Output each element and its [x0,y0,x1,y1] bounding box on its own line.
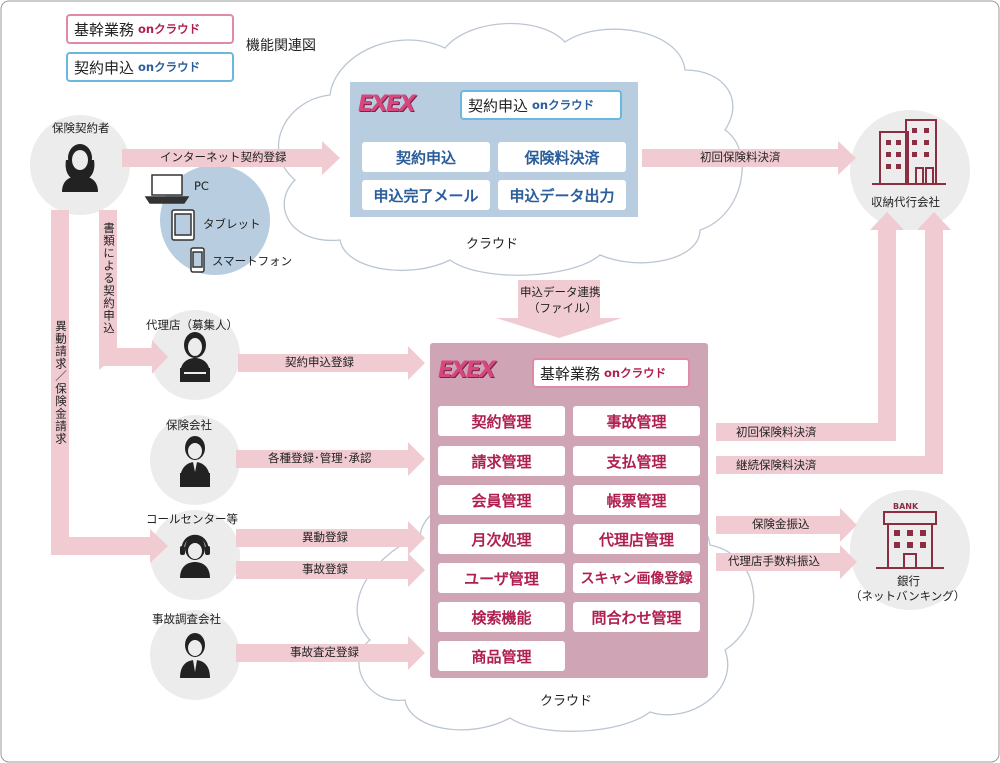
arrow-label-first-payment-top: 初回保険料決済 [700,150,781,164]
adjuster-person-icon [180,633,210,678]
arrow-label-change-reg: 異動登録 [302,530,348,544]
arrow-label-continuing-payment: 継続保険料決済 [736,458,817,472]
bottom-item-10: 検索機能 [438,602,565,632]
collector-building-icon [872,119,946,185]
top-item-keiyaku: 契約申込 [362,142,490,172]
insurer-person-icon [180,436,210,487]
arrow-paper-h [99,340,168,374]
top-cloud-label: クラウド [466,237,519,252]
pc-label: PC [194,179,209,193]
bank-sub-label: （ネットバンキング） [850,589,966,603]
bottom-item-3: 支払管理 [573,446,700,476]
agency-label: 代理店（募集人） [146,318,238,332]
arrow-label-internet: インターネット契約登録 [160,150,287,164]
arrow-contract-reg [238,346,425,380]
bottom-item-6: 月次処理 [438,524,565,554]
smartphone-icon [190,247,205,273]
bottom-item-11: 問合わせ管理 [573,602,700,632]
top-item-mail: 申込完了メール [362,180,490,210]
top-exex-logo: EXEX [358,92,416,117]
collector-label: 収納代行会社 [871,195,940,209]
arrow-data-link [496,280,622,338]
person-icons [62,144,210,678]
bottom-badge-on: onクラウド [604,366,667,380]
arrow-change-claim-h [51,529,168,563]
arrow-assessment [236,636,425,670]
arrow-label-contract-reg: 契約申込登録 [285,355,354,369]
arrow-label-data-link-1: 申込データ連携 [520,285,601,299]
bottom-cloud-label: クラウド [540,694,593,709]
arrow-paper [99,210,117,370]
device-icons [144,174,205,273]
arrow-label-first-payment: 初回保険料決済 [736,425,817,439]
arrow-change-reg [236,521,425,555]
top-badge-main: 契約申込 [468,96,529,115]
arrow-first-payment-top [642,141,856,175]
legend-kikan-badge: 基幹業務 onクラウド [66,14,234,44]
arrow-various [236,442,425,476]
collector-circle [850,110,970,230]
top-badge-on: onクラウド [532,98,595,112]
arrow-label-assessment: 事故査定登録 [290,645,359,659]
bank-circle [850,490,970,610]
top-item-output: 申込データ出力 [498,180,626,210]
bank-building-icon [876,511,944,569]
legend-kikan-on: onクラウド [138,22,201,36]
pc-icon [144,174,190,204]
call-center-person-icon [180,534,210,578]
bottom-item-12: 商品管理 [438,641,565,671]
policyholder-label: 保険契約者 [52,121,110,135]
arrow-commission-transfer [716,545,857,579]
arrow-label-claim-transfer: 保険金振込 [752,517,810,531]
diagram-title: 機能関連図 [246,38,316,54]
tablet-icon [171,209,195,241]
top-badge: 契約申込 onクラウド [460,90,622,120]
arrows [51,141,951,670]
legend-keiyaku-main: 契約申込 [74,58,135,77]
arrow-first-payment [716,212,904,441]
arrow-accident-reg [236,553,425,587]
bottom-item-4: 会員管理 [438,485,565,515]
bottom-item-7: 代理店管理 [573,524,700,554]
bottom-item-8: ユーザ管理 [438,563,565,593]
adjuster-label: 事故調査会社 [152,612,221,626]
arrow-label-commission-transfer: 代理店手数料振込 [728,554,820,568]
insurer-label: 保険会社 [166,418,212,432]
arrow-change-claim [51,210,69,537]
bottom-badge: 基幹業務 onクラウド [532,358,690,388]
bottom-exex-logo: EXEX [438,358,496,383]
bottom-badge-main: 基幹業務 [540,364,601,383]
legend-keiyaku-on: onクラウド [138,60,201,74]
arrow-label-data-link-2: （ファイル） [528,301,597,315]
legend-keiyaku-badge: 契約申込 onクラウド [66,52,234,82]
arrow-internet [122,141,340,175]
smartphone-label: スマートフォン [212,254,293,268]
policyholder-person-icon [62,144,98,192]
arrow-label-accident-reg: 事故登録 [302,562,348,576]
bank-label: 銀行 [897,574,920,588]
arrow-claim-transfer [716,508,857,542]
device-circle [160,165,270,275]
legend-kikan-main: 基幹業務 [74,20,135,39]
arrow-continuing-payment [716,212,951,474]
bottom-item-5: 帳票管理 [573,485,700,515]
top-item-payment: 保険料決済 [498,142,626,172]
bottom-item-1: 事故管理 [573,406,700,436]
bottom-item-0: 契約管理 [438,406,565,436]
call-center-label: コールセンター等 [146,512,238,526]
arrow-label-change-claim: 異動請求／保険金請求 [54,320,68,445]
arrow-label-various: 各種登録･管理･承認 [268,451,372,465]
arrow-label-paper: 書類による契約申込 [102,222,116,335]
tablet-label: タブレット [203,217,261,231]
bottom-item-2: 請求管理 [438,446,565,476]
bottom-item-9: スキャン画像登録 [573,563,700,593]
agency-person-icon [180,332,210,382]
bank-sign: BANK [893,502,919,511]
